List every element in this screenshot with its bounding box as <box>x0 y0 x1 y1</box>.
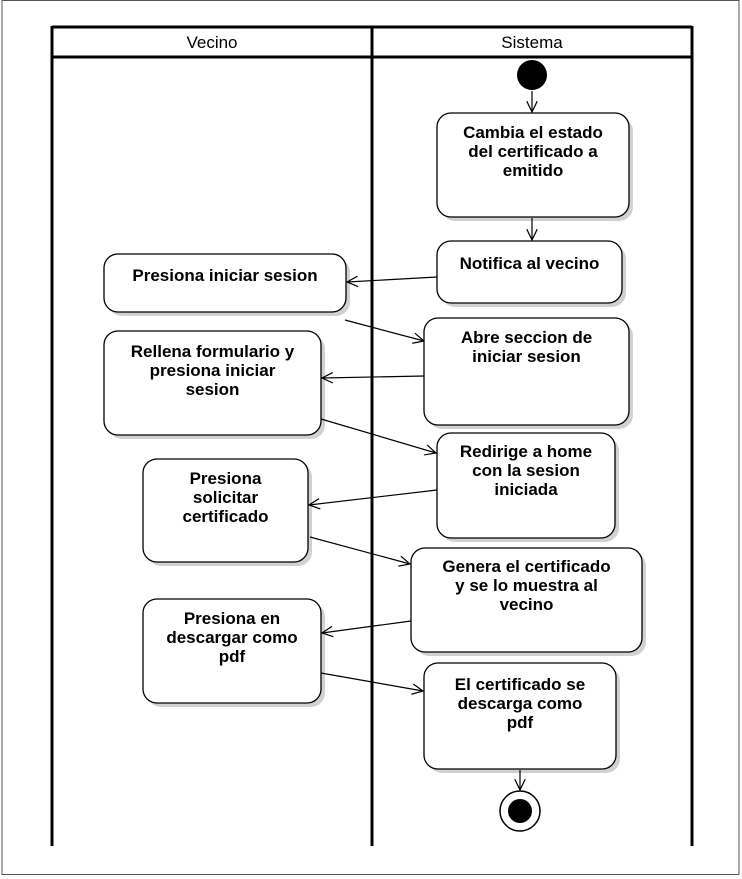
node-label: del certificado a <box>468 142 598 161</box>
lane-title-vecino: Vecino <box>186 33 237 52</box>
action-box <box>410 547 643 653</box>
node-label: Presiona iniciar sesion <box>132 266 317 285</box>
node-label: iniciar sesion <box>472 347 581 366</box>
arrowhead-icon <box>320 625 334 638</box>
node-label: Redirige a home <box>460 442 592 461</box>
action-box <box>103 330 322 436</box>
final-state-core <box>508 799 532 823</box>
node-label: Presiona en <box>184 609 280 628</box>
node-label: El certificado se <box>455 675 585 694</box>
initial-state <box>517 60 547 90</box>
edge-rellena_formulario-to-redirige_home <box>320 418 438 456</box>
action-box <box>436 112 630 218</box>
node-label: sesion <box>186 380 240 399</box>
node-label: descargar como <box>166 628 297 647</box>
node-label: Cambia el estado <box>463 123 603 142</box>
edge-line <box>321 375 425 379</box>
lane-title-sistema: Sistema <box>501 33 563 52</box>
edge-line <box>346 276 438 283</box>
edge-cambia_estado-to-notifica <box>526 218 538 242</box>
edge-notifica-to-presiona_iniciar <box>345 275 438 288</box>
node-label: pdf <box>507 713 534 732</box>
edge-redirige_home-to-presiona_solicitar <box>307 489 438 510</box>
arrowhead-icon <box>526 100 538 114</box>
end-node <box>499 790 541 832</box>
action-box <box>142 458 309 563</box>
node-label: descarga como <box>458 694 583 713</box>
edges <box>307 91 538 792</box>
edge-line <box>320 672 424 692</box>
arrowhead-icon <box>398 555 412 567</box>
start-node <box>517 60 547 90</box>
node-label: iniciada <box>494 480 558 499</box>
node-label: emitido <box>503 161 563 180</box>
edge-presiona_iniciar-to-abre_seccion <box>344 319 426 344</box>
edge-certificado_descarga-to-end <box>514 770 526 792</box>
action-box <box>436 240 623 304</box>
node-label: Genera el certificado <box>442 557 610 576</box>
arrowhead-icon <box>345 275 359 288</box>
node-label: Rellena formulario y <box>131 342 295 361</box>
action-box <box>423 662 617 770</box>
edge-abre_seccion-to-rellena_formulario <box>320 372 425 384</box>
arrowhead-icon <box>320 372 334 384</box>
action-box <box>423 317 630 426</box>
node-label: certificado <box>183 507 269 526</box>
edge-line <box>308 489 438 506</box>
action-box <box>436 432 616 539</box>
node-presiona-iniciar-sesion: Presiona iniciar sesion <box>103 253 350 316</box>
arrowhead-icon <box>307 498 321 510</box>
edge-line <box>321 620 412 634</box>
edge-genera_certificado-to-presiona_descargar <box>320 620 412 638</box>
node-notifica-vecino: Notifica al vecino <box>436 240 626 307</box>
node-label: presiona iniciar <box>150 361 276 380</box>
arrowhead-icon <box>514 778 526 792</box>
node-label: Abre seccion de <box>461 328 592 347</box>
arrowhead-icon <box>411 683 425 695</box>
edge-presiona_descargar-to-certificado_descarga <box>320 672 425 695</box>
node-label: solicitar <box>193 488 259 507</box>
edge-start-to-cambia_estado <box>526 91 538 114</box>
edge-line <box>309 536 411 565</box>
node-label: vecino <box>500 595 554 614</box>
node-label: y se lo muestra al <box>455 576 598 595</box>
node-label: Notifica al vecino <box>460 254 600 273</box>
edge-line <box>320 418 437 454</box>
action-box <box>103 253 347 313</box>
node-label: pdf <box>219 647 246 666</box>
edge-line <box>344 319 425 342</box>
node-label: Presiona <box>190 469 262 488</box>
arrowhead-icon <box>424 444 438 456</box>
edge-presiona_solicitar-to-genera_certificado <box>309 536 412 567</box>
action-box <box>142 598 322 704</box>
arrowhead-icon <box>526 228 538 242</box>
swimlanes: Vecino Sistema <box>50 25 694 846</box>
node-label: con la sesion <box>472 461 580 480</box>
